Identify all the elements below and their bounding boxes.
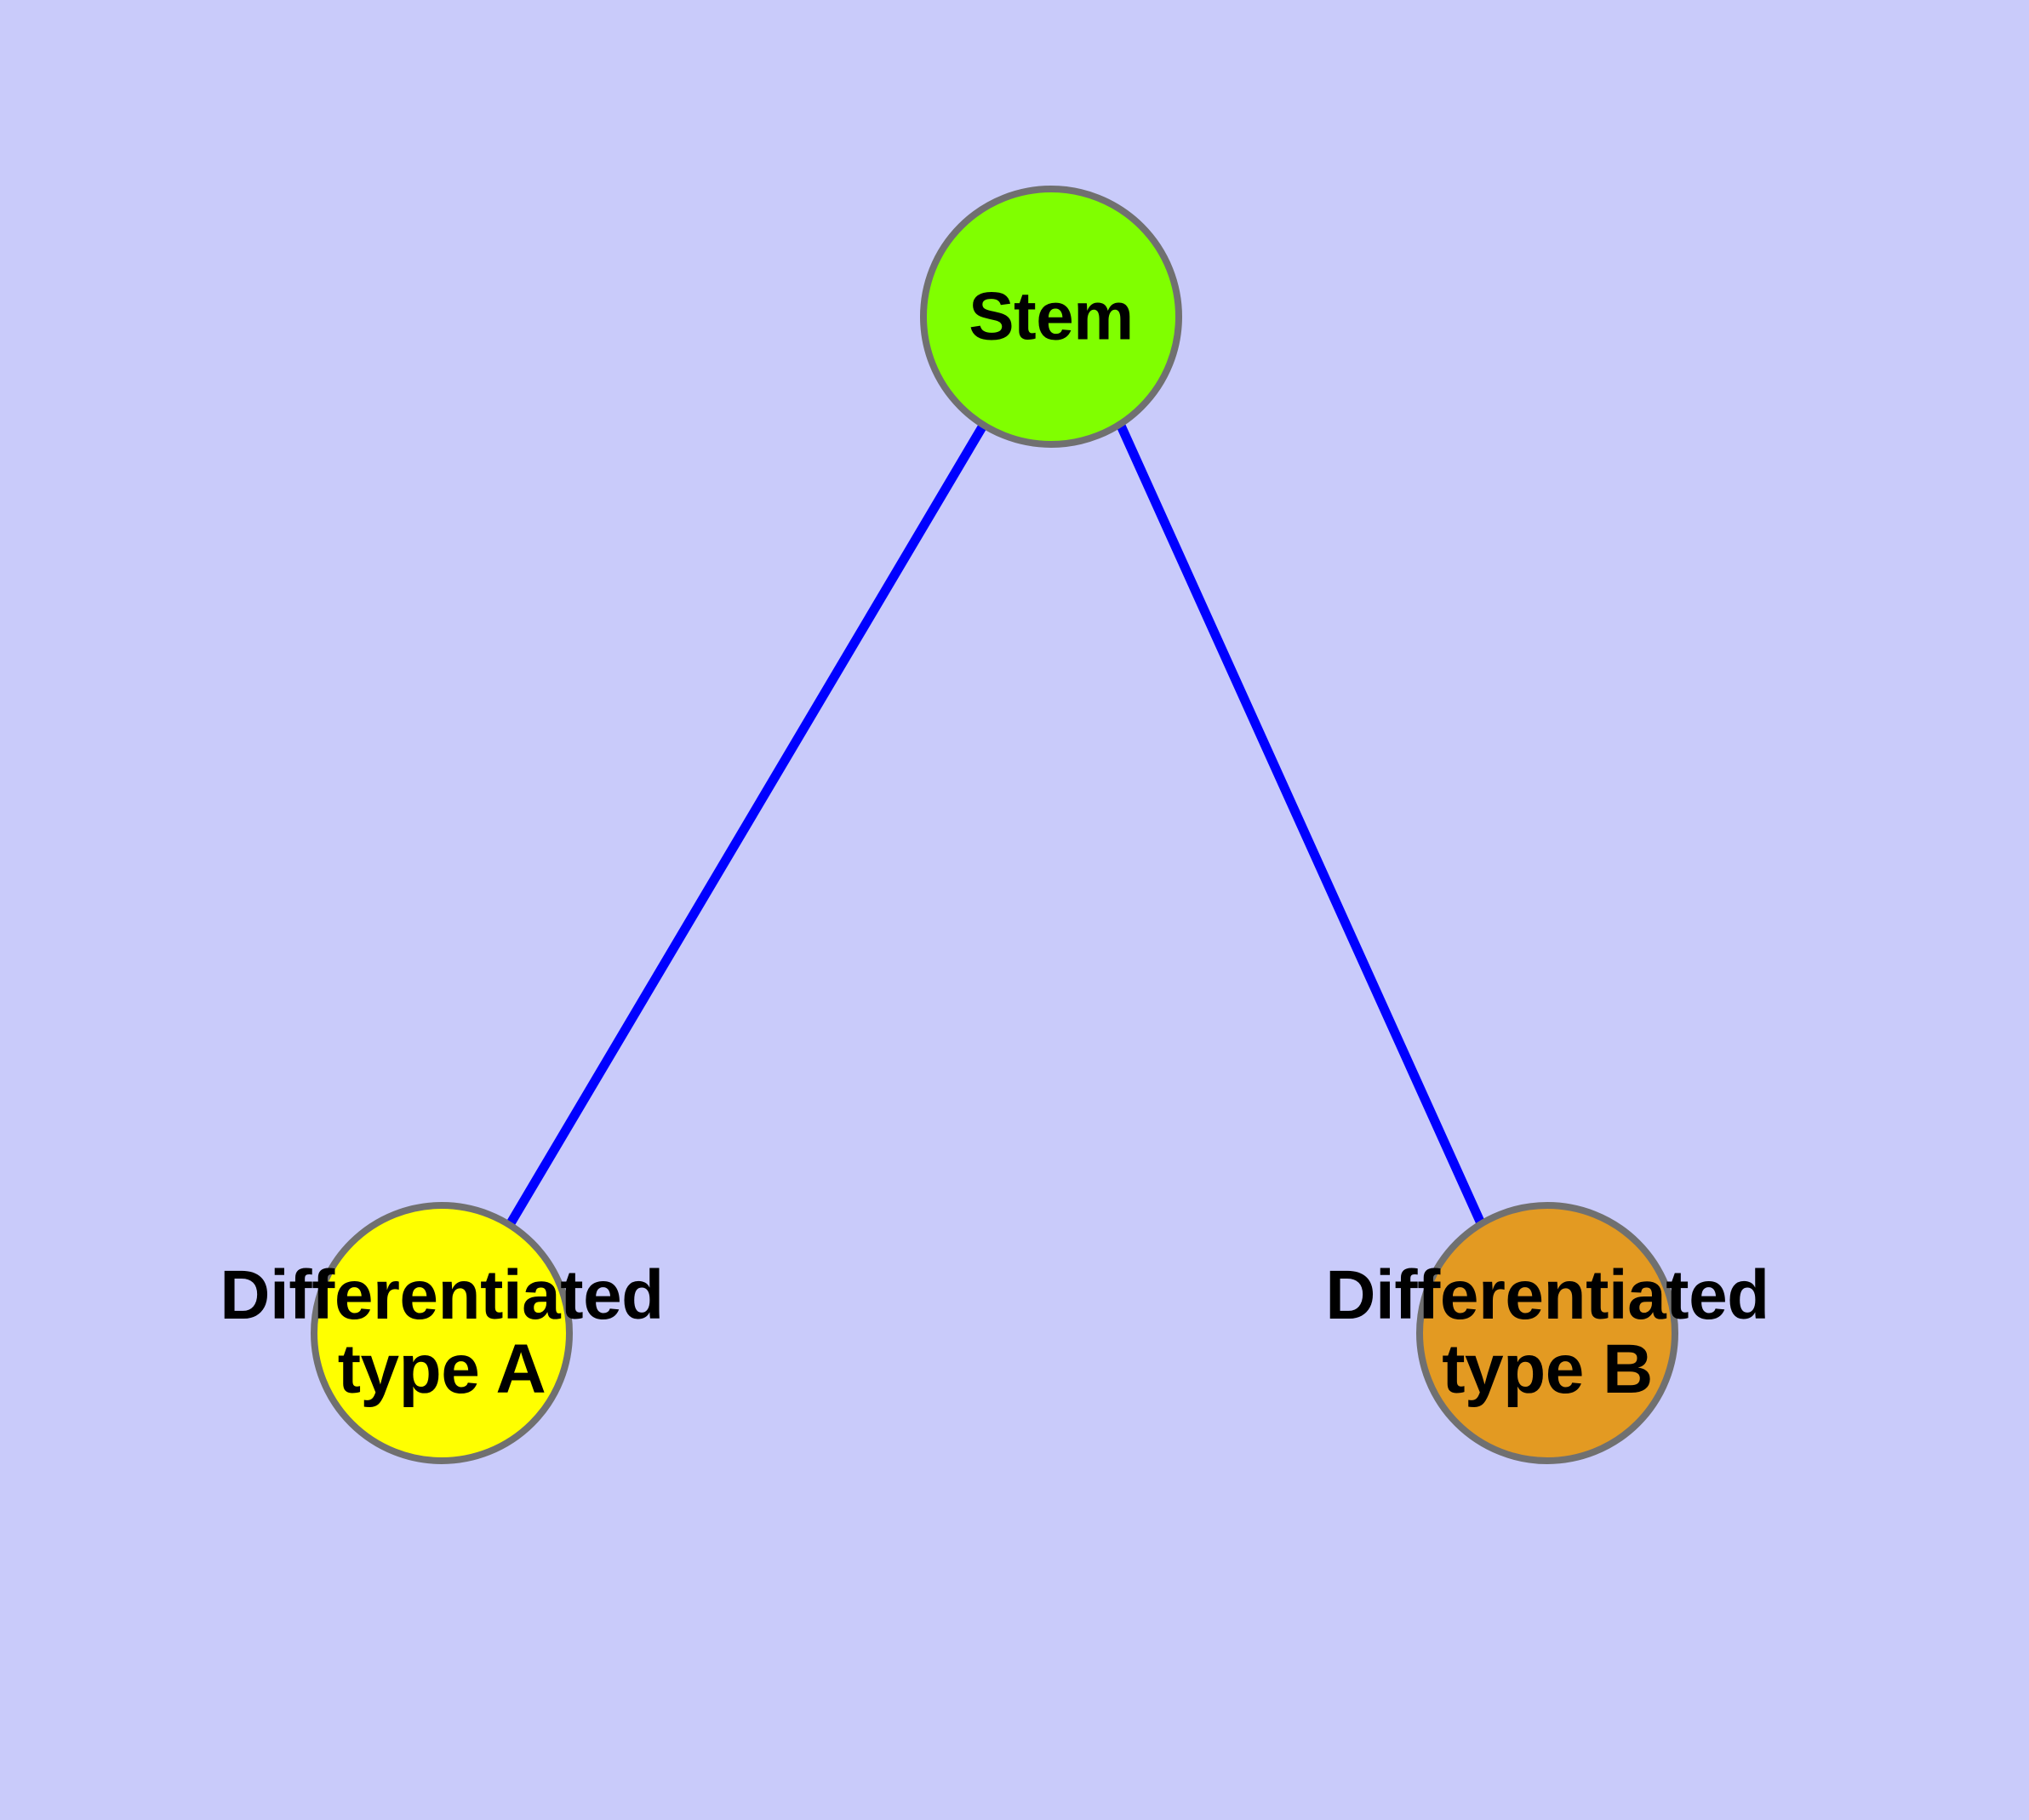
edge-stem-to-type-b[interactable] (1116, 421, 1486, 1228)
edge-stem-to-type-a[interactable] (506, 421, 988, 1228)
edges-group (506, 421, 1486, 1228)
node-differentiated-type-b[interactable] (1416, 1202, 1678, 1464)
node-differentiated-type-a[interactable] (311, 1202, 573, 1464)
nodes-group (311, 186, 1678, 1464)
node-stem[interactable] (920, 186, 1182, 448)
